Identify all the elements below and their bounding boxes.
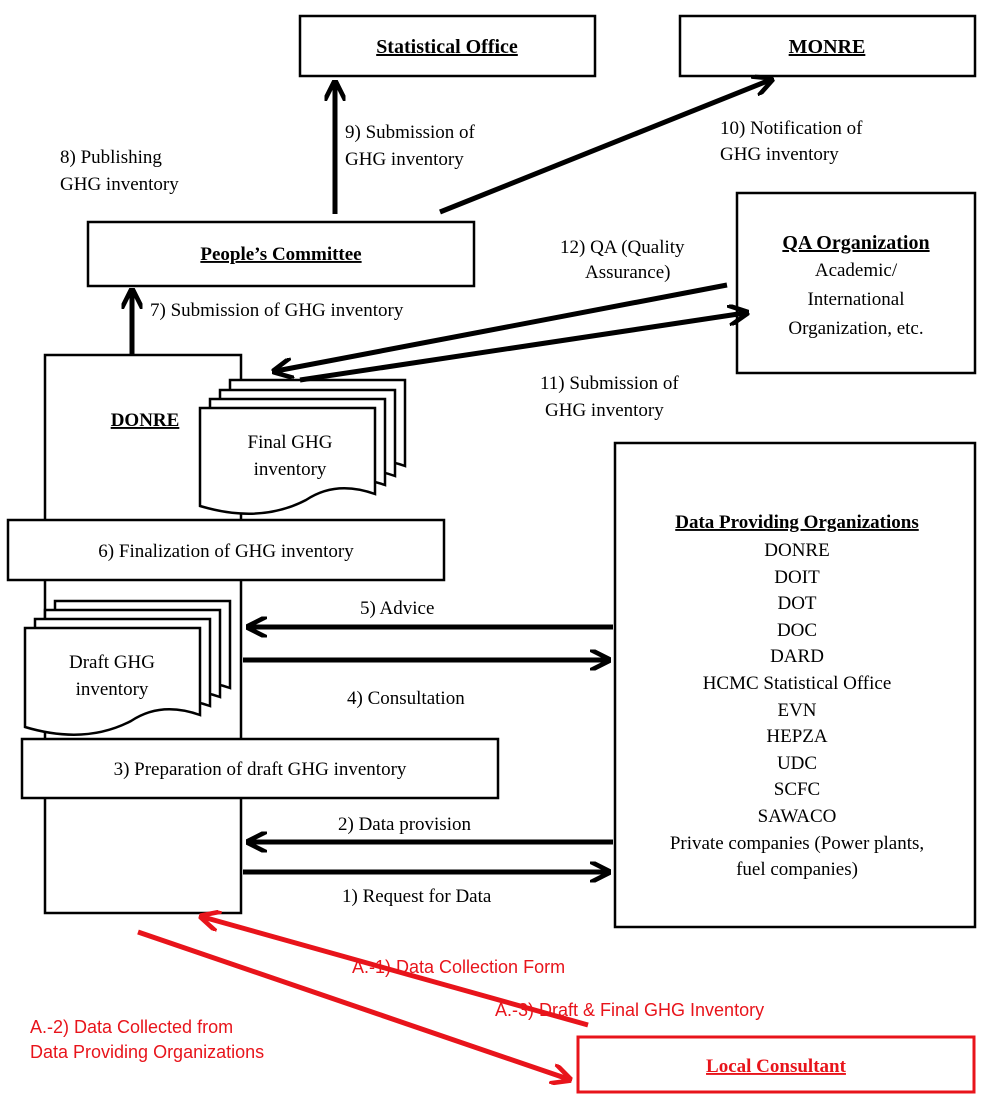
qa-organization-line: Organization, etc. — [788, 318, 923, 339]
step-9-label: GHG inventory — [345, 149, 464, 170]
step-4-label: 4) Consultation — [347, 688, 465, 709]
data-providers-list: DONRE DOIT DOT DOC DARD HCMC Statistical Offi… — [670, 540, 924, 880]
peoples-committee-label: People’s Committee — [200, 244, 361, 265]
data-provider-item: HEPZA — [766, 726, 828, 747]
data-provider-item: HCMC Statistical Office — [703, 673, 892, 694]
step-12-label: Assurance) — [585, 262, 670, 283]
preparation-step-box — [20, 737, 500, 800]
data-provider-item: DOT — [777, 593, 816, 614]
step-5-label: 5) Advice — [360, 598, 434, 619]
local-consultant-label: Local Consultant — [706, 1056, 847, 1077]
step-a3-label: A.-3) Draft & Final GHG Inventory — [495, 1000, 764, 1020]
data-provider-item: DONRE — [764, 540, 829, 561]
step-8-label: GHG inventory — [60, 174, 179, 195]
step-11-label: GHG inventory — [545, 400, 664, 421]
step-a2-label: A.-2) Data Collected from — [30, 1017, 233, 1037]
statistical-office-box — [298, 14, 597, 78]
data-provider-item: DOC — [777, 620, 817, 641]
arrow-consultant-to-donre — [203, 917, 589, 1028]
step-11-label: 11) Submission of — [540, 373, 679, 394]
step-10-label: 10) Notification of — [720, 118, 863, 139]
data-provider-item: SCFC — [774, 779, 820, 800]
step-2-label: 2) Data provision — [338, 814, 471, 835]
step-9-label: 9) Submission of — [345, 122, 476, 143]
donre-label: DONRE — [111, 410, 180, 431]
arrow-donre-to-consultant — [137, 929, 568, 1079]
data-provider-item: UDC — [777, 753, 817, 774]
step-10-label: GHG inventory — [720, 144, 839, 165]
finalization-step-label: 6) Finalization of GHG inventory — [98, 541, 354, 562]
step-a1-label: A.-1) Data Collection Form — [352, 957, 565, 977]
monre-label: MONRE — [789, 36, 866, 58]
final-inventory-document-stack — [198, 378, 407, 515]
data-provider-item: SAWACO — [758, 806, 837, 827]
preparation-step-label: 3) Preparation of draft GHG inventory — [114, 759, 407, 780]
monre-box — [678, 14, 977, 78]
peoples-committee-box — [86, 220, 476, 288]
step-1-label: 1) Request for Data — [342, 886, 492, 907]
qa-organization-line: Academic/ — [815, 260, 898, 281]
step-8-label: 8) Publishing — [60, 147, 162, 168]
data-provider-item: Private companies (Power plants, — [670, 833, 924, 854]
local-consultant-box — [576, 1035, 976, 1094]
qa-organization-line: International — [807, 289, 904, 310]
data-providing-organizations-box — [613, 441, 977, 929]
finalization-step-box — [6, 518, 446, 582]
arrow-submission-to-qa-organization — [299, 313, 745, 383]
qa-organization-box — [735, 191, 977, 375]
step-12-label: 12) QA (Quality — [560, 237, 685, 258]
qa-organization-title: QA Organization — [782, 232, 929, 254]
step-7-label: 7) Submission of GHG inventory — [150, 300, 404, 321]
data-providers-title: Data Providing Organizations — [675, 512, 919, 533]
final-inventory-label: inventory — [254, 459, 327, 480]
data-provider-item: DARD — [770, 646, 824, 667]
draft-inventory-label: inventory — [76, 679, 149, 700]
data-provider-item: EVN — [777, 700, 816, 721]
step-a2-label: Data Providing Organizations — [30, 1042, 264, 1062]
arrow-qa-to-donre — [276, 282, 728, 371]
arrow-notification-to-monre — [439, 80, 770, 215]
data-provider-item: DOIT — [774, 567, 820, 588]
data-provider-item: fuel companies) — [736, 859, 858, 880]
final-inventory-label: Final GHG — [248, 432, 333, 453]
draft-inventory-document-stack — [23, 599, 232, 736]
statistical-office-label: Statistical Office — [376, 36, 518, 58]
draft-inventory-label: Draft GHG — [69, 652, 155, 673]
